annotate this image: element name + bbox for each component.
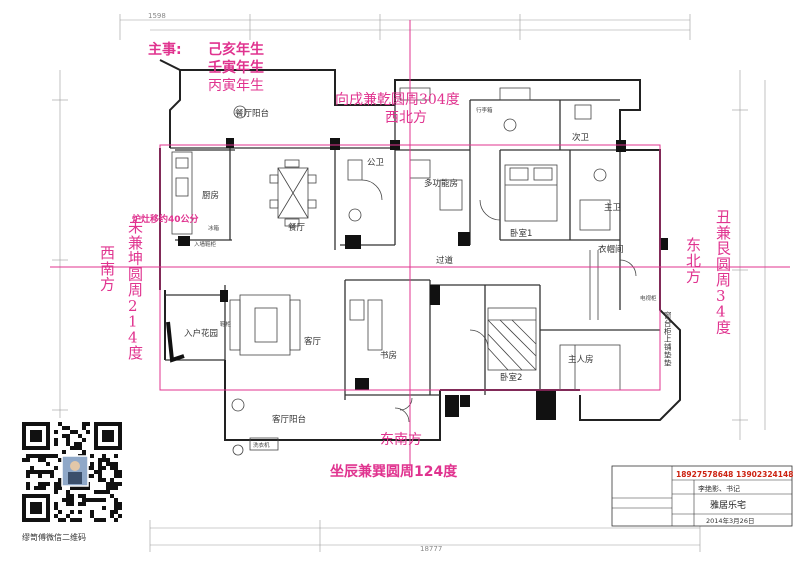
direction-southeast-short: 东南方 bbox=[380, 432, 422, 448]
room-living: 客厅 bbox=[304, 336, 322, 347]
dimension-lines bbox=[52, 14, 766, 552]
room-living-balcony: 客厅阳台 bbox=[272, 414, 306, 425]
room-second-bath: 次卫 bbox=[572, 132, 590, 143]
label-luggage: 行李箱 bbox=[476, 106, 493, 114]
stove-note: 炉灶移约40公分 bbox=[132, 213, 199, 225]
room-bedroom2: 卧室2 bbox=[500, 372, 522, 383]
room-master: 主人房 bbox=[568, 354, 594, 365]
title-phones: 18927578648 13902324148 bbox=[676, 470, 793, 479]
direction-northwest-short: 西北方 bbox=[385, 110, 427, 126]
title-company: 雅居乐宅 bbox=[710, 499, 746, 511]
room-bedroom1: 卧室1 bbox=[510, 228, 532, 239]
room-dining: 餐厅 bbox=[288, 223, 306, 233]
label-shoe: 鞋柜 bbox=[220, 320, 232, 328]
label-washer: 洗衣机 bbox=[253, 441, 270, 449]
structural-columns bbox=[178, 138, 668, 420]
furniture bbox=[171, 87, 637, 456]
owner-block: 主事: 己亥年生 壬寅年生 丙寅年生 bbox=[148, 41, 264, 94]
room-corridor: 过道 bbox=[436, 255, 454, 266]
owner-year-2: 壬寅年生 bbox=[208, 59, 264, 76]
qr-code bbox=[18, 418, 128, 528]
room-multi: 多功能房 bbox=[424, 178, 458, 189]
room-bay-window: 窗台柜上铺垫垫 bbox=[664, 310, 672, 367]
owner-year-1: 己亥年生 bbox=[208, 41, 264, 58]
room-labels: 餐厅阳台 厨房 餐厅 公卫 多功能房 次卫 卧室1 主卫 衣帽间 过道 入户花园… bbox=[184, 108, 624, 425]
room-kitchen: 厨房 bbox=[202, 190, 219, 201]
owner-year-3: 丙寅年生 bbox=[208, 77, 264, 94]
label-entry-shoe: 入墙鞋柜 bbox=[194, 240, 217, 248]
title-date: 2014年3月26日 bbox=[706, 516, 754, 525]
entry-marker bbox=[166, 321, 185, 363]
label-tv: 电视柜 bbox=[640, 294, 657, 302]
label-fridge: 冰箱 bbox=[208, 224, 220, 232]
inner-walls bbox=[165, 99, 660, 400]
title-row1: 李绝影、书记 bbox=[698, 484, 740, 493]
direction-sitting: 坐辰兼巽圆周124度 bbox=[330, 463, 458, 480]
direction-northwest: 向戌兼乾圆周304度 bbox=[335, 92, 460, 108]
luopan-overlay bbox=[50, 20, 790, 470]
direction-northeast-short: 东北方 bbox=[686, 236, 701, 286]
room-study: 书房 bbox=[380, 350, 397, 361]
room-closet: 衣帽间 bbox=[598, 244, 624, 255]
qr-caption: 缪笥傅微信二维码 bbox=[22, 532, 86, 542]
room-public-bath: 公卫 bbox=[367, 158, 385, 168]
room-master-bath: 主卫 bbox=[604, 202, 622, 213]
direction-southwest-short: 西南方 bbox=[100, 244, 115, 294]
dim-top-left: 1598 bbox=[148, 12, 166, 20]
title-block: 18927578648 13902324148 李绝影、书记 雅居乐宅 2014… bbox=[611, 465, 793, 527]
dim-bottom-total: 18777 bbox=[420, 545, 442, 553]
owner-label: 主事: bbox=[148, 41, 182, 58]
room-entry-garden: 入户花园 bbox=[184, 328, 218, 339]
room-dining-balcony: 餐厅阳台 bbox=[235, 108, 269, 119]
